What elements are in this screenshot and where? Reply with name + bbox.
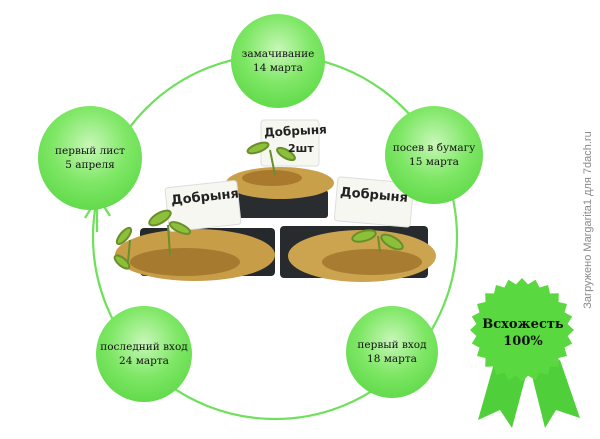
- stage-first-leaf: первый лист 5 апреля: [38, 106, 142, 210]
- stage-date: 14 марта: [253, 62, 303, 74]
- badge-ribbon-left: [478, 360, 528, 428]
- photo-label-right: [333, 176, 415, 228]
- stage-date: 5 апреля: [65, 159, 115, 171]
- stage-label: первый вход: [357, 339, 427, 351]
- stage-paper-sowing: посев в бумагу 15 марта: [385, 106, 483, 204]
- stage-label: первый лист: [55, 145, 125, 157]
- watermark: Загружено Margarita1 для 7dach.ru: [576, 0, 600, 439]
- photo-count-note: 2шт: [288, 142, 314, 155]
- stage-label: последний вход: [100, 341, 188, 353]
- stage-date: 15 марта: [409, 156, 459, 168]
- stage-date: 18 марта: [367, 353, 417, 365]
- stage-first-sprout: первый вход 18 марта: [346, 306, 438, 398]
- stage-label: замачивание: [241, 48, 315, 60]
- badge-rosette: [470, 278, 574, 382]
- badge-text: Всхожесть 100%: [478, 316, 568, 350]
- photo-sprouts: [113, 141, 404, 270]
- badge-line-2: 100%: [503, 334, 543, 349]
- stage-date: 24 марта: [119, 355, 169, 367]
- badge-line-1: Всхожесть: [482, 317, 564, 332]
- watermark-text: Загружено Margarita1 для 7dach.ru: [582, 130, 594, 309]
- germination-badge: [470, 278, 580, 428]
- stage-last-sprout: последний вход 24 марта: [96, 306, 192, 402]
- seedling-photo: [113, 119, 436, 282]
- stage-label: посев в бумагу: [392, 142, 476, 154]
- stage-soaking: замачивание 14 марта: [231, 14, 325, 108]
- badge-ribbon-right: [530, 360, 580, 428]
